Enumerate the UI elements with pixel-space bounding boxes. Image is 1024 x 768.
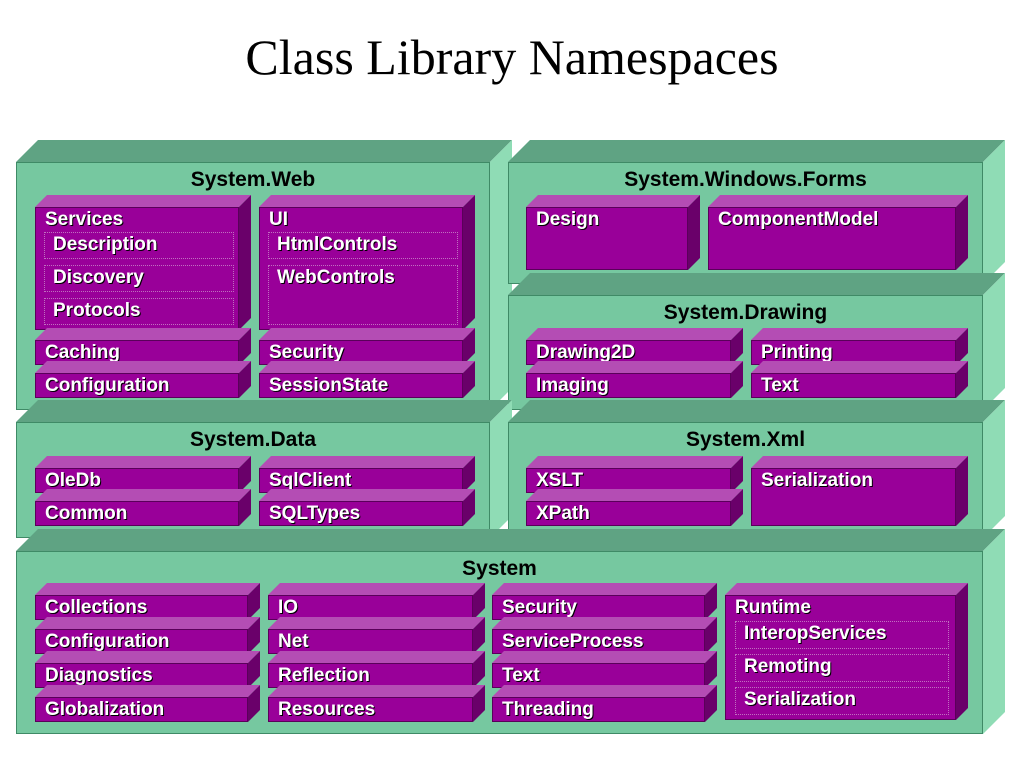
tile-web-caching: Caching bbox=[35, 328, 251, 365]
tile-collections: Collections bbox=[35, 583, 260, 620]
tile-system-security: Security bbox=[492, 583, 717, 620]
tile-diagnostics: Diagnostics bbox=[35, 651, 260, 688]
tile-resources: Resources bbox=[268, 685, 485, 722]
tile-oledb: OleDb bbox=[35, 456, 251, 493]
tile-services: Services Description Discovery Protocols bbox=[35, 195, 251, 330]
tile-xml-serialization: Serialization bbox=[751, 456, 968, 526]
sub-webcontrols: WebControls bbox=[268, 265, 458, 325]
bevel-top bbox=[16, 140, 512, 162]
tile-drawing2d: Drawing2D bbox=[526, 328, 743, 365]
tile-system-configuration: Configuration bbox=[35, 617, 260, 654]
tile-serviceprocess: ServiceProcess bbox=[492, 617, 717, 654]
tile-runtime: Runtime InteropServices Remoting Seriali… bbox=[725, 583, 968, 720]
sub-htmlcontrols: HtmlControls bbox=[268, 232, 458, 259]
tile-imaging: Imaging bbox=[526, 361, 743, 398]
sub-runtime-serialization: Serialization bbox=[735, 687, 949, 715]
sub-description: Description bbox=[44, 232, 234, 259]
bevel-side bbox=[983, 140, 1005, 284]
tile-sqltypes: SQLTypes bbox=[259, 489, 475, 526]
tile-xpath: XPath bbox=[526, 489, 743, 526]
tile-threading: Threading bbox=[492, 685, 717, 722]
tile-net: Net bbox=[268, 617, 485, 654]
tile-printing: Printing bbox=[751, 328, 968, 365]
panel-label-system-windows-forms: System.Windows.Forms bbox=[624, 168, 867, 191]
tile-sqlclient: SqlClient bbox=[259, 456, 475, 493]
tile-label-runtime: Runtime bbox=[735, 597, 811, 618]
tile-componentmodel: ComponentModel bbox=[708, 195, 968, 270]
sub-discovery: Discovery bbox=[44, 265, 234, 292]
panel-label-system: System bbox=[462, 557, 537, 580]
tile-io: IO bbox=[268, 583, 485, 620]
tile-system-text: Text bbox=[492, 651, 717, 688]
sub-interopservices: InteropServices bbox=[735, 621, 949, 649]
sub-protocols: Protocols bbox=[44, 298, 234, 325]
tile-xslt: XSLT bbox=[526, 456, 743, 493]
tile-reflection: Reflection bbox=[268, 651, 485, 688]
tile-globalization: Globalization bbox=[35, 685, 260, 722]
panel-label-system-xml: System.Xml bbox=[685, 428, 806, 451]
page-title: Class Library Namespaces bbox=[245, 29, 779, 85]
panel-label-system-drawing: System.Drawing bbox=[663, 301, 828, 324]
bevel-top bbox=[508, 140, 1005, 162]
bevel-side bbox=[983, 529, 1005, 734]
panel-label-system-web: System.Web bbox=[190, 168, 316, 191]
panel-label-system-data: System.Data bbox=[189, 428, 317, 451]
sub-remoting: Remoting bbox=[735, 654, 949, 682]
tile-design: Design bbox=[526, 195, 700, 270]
tile-label-services: Services bbox=[45, 209, 124, 230]
tile-label-ui: UI bbox=[269, 209, 288, 230]
tile-common: Common bbox=[35, 489, 251, 526]
tile-web-sessionstate: SessionState bbox=[259, 361, 475, 398]
tile-web-security: Security bbox=[259, 328, 475, 365]
bevel-side bbox=[983, 273, 1005, 410]
tile-web-configuration: Configuration bbox=[35, 361, 251, 398]
tile-ui: UI HtmlControls WebControls bbox=[259, 195, 475, 330]
bevel-side bbox=[983, 400, 1005, 538]
tile-drawing-text: Text bbox=[751, 361, 968, 398]
